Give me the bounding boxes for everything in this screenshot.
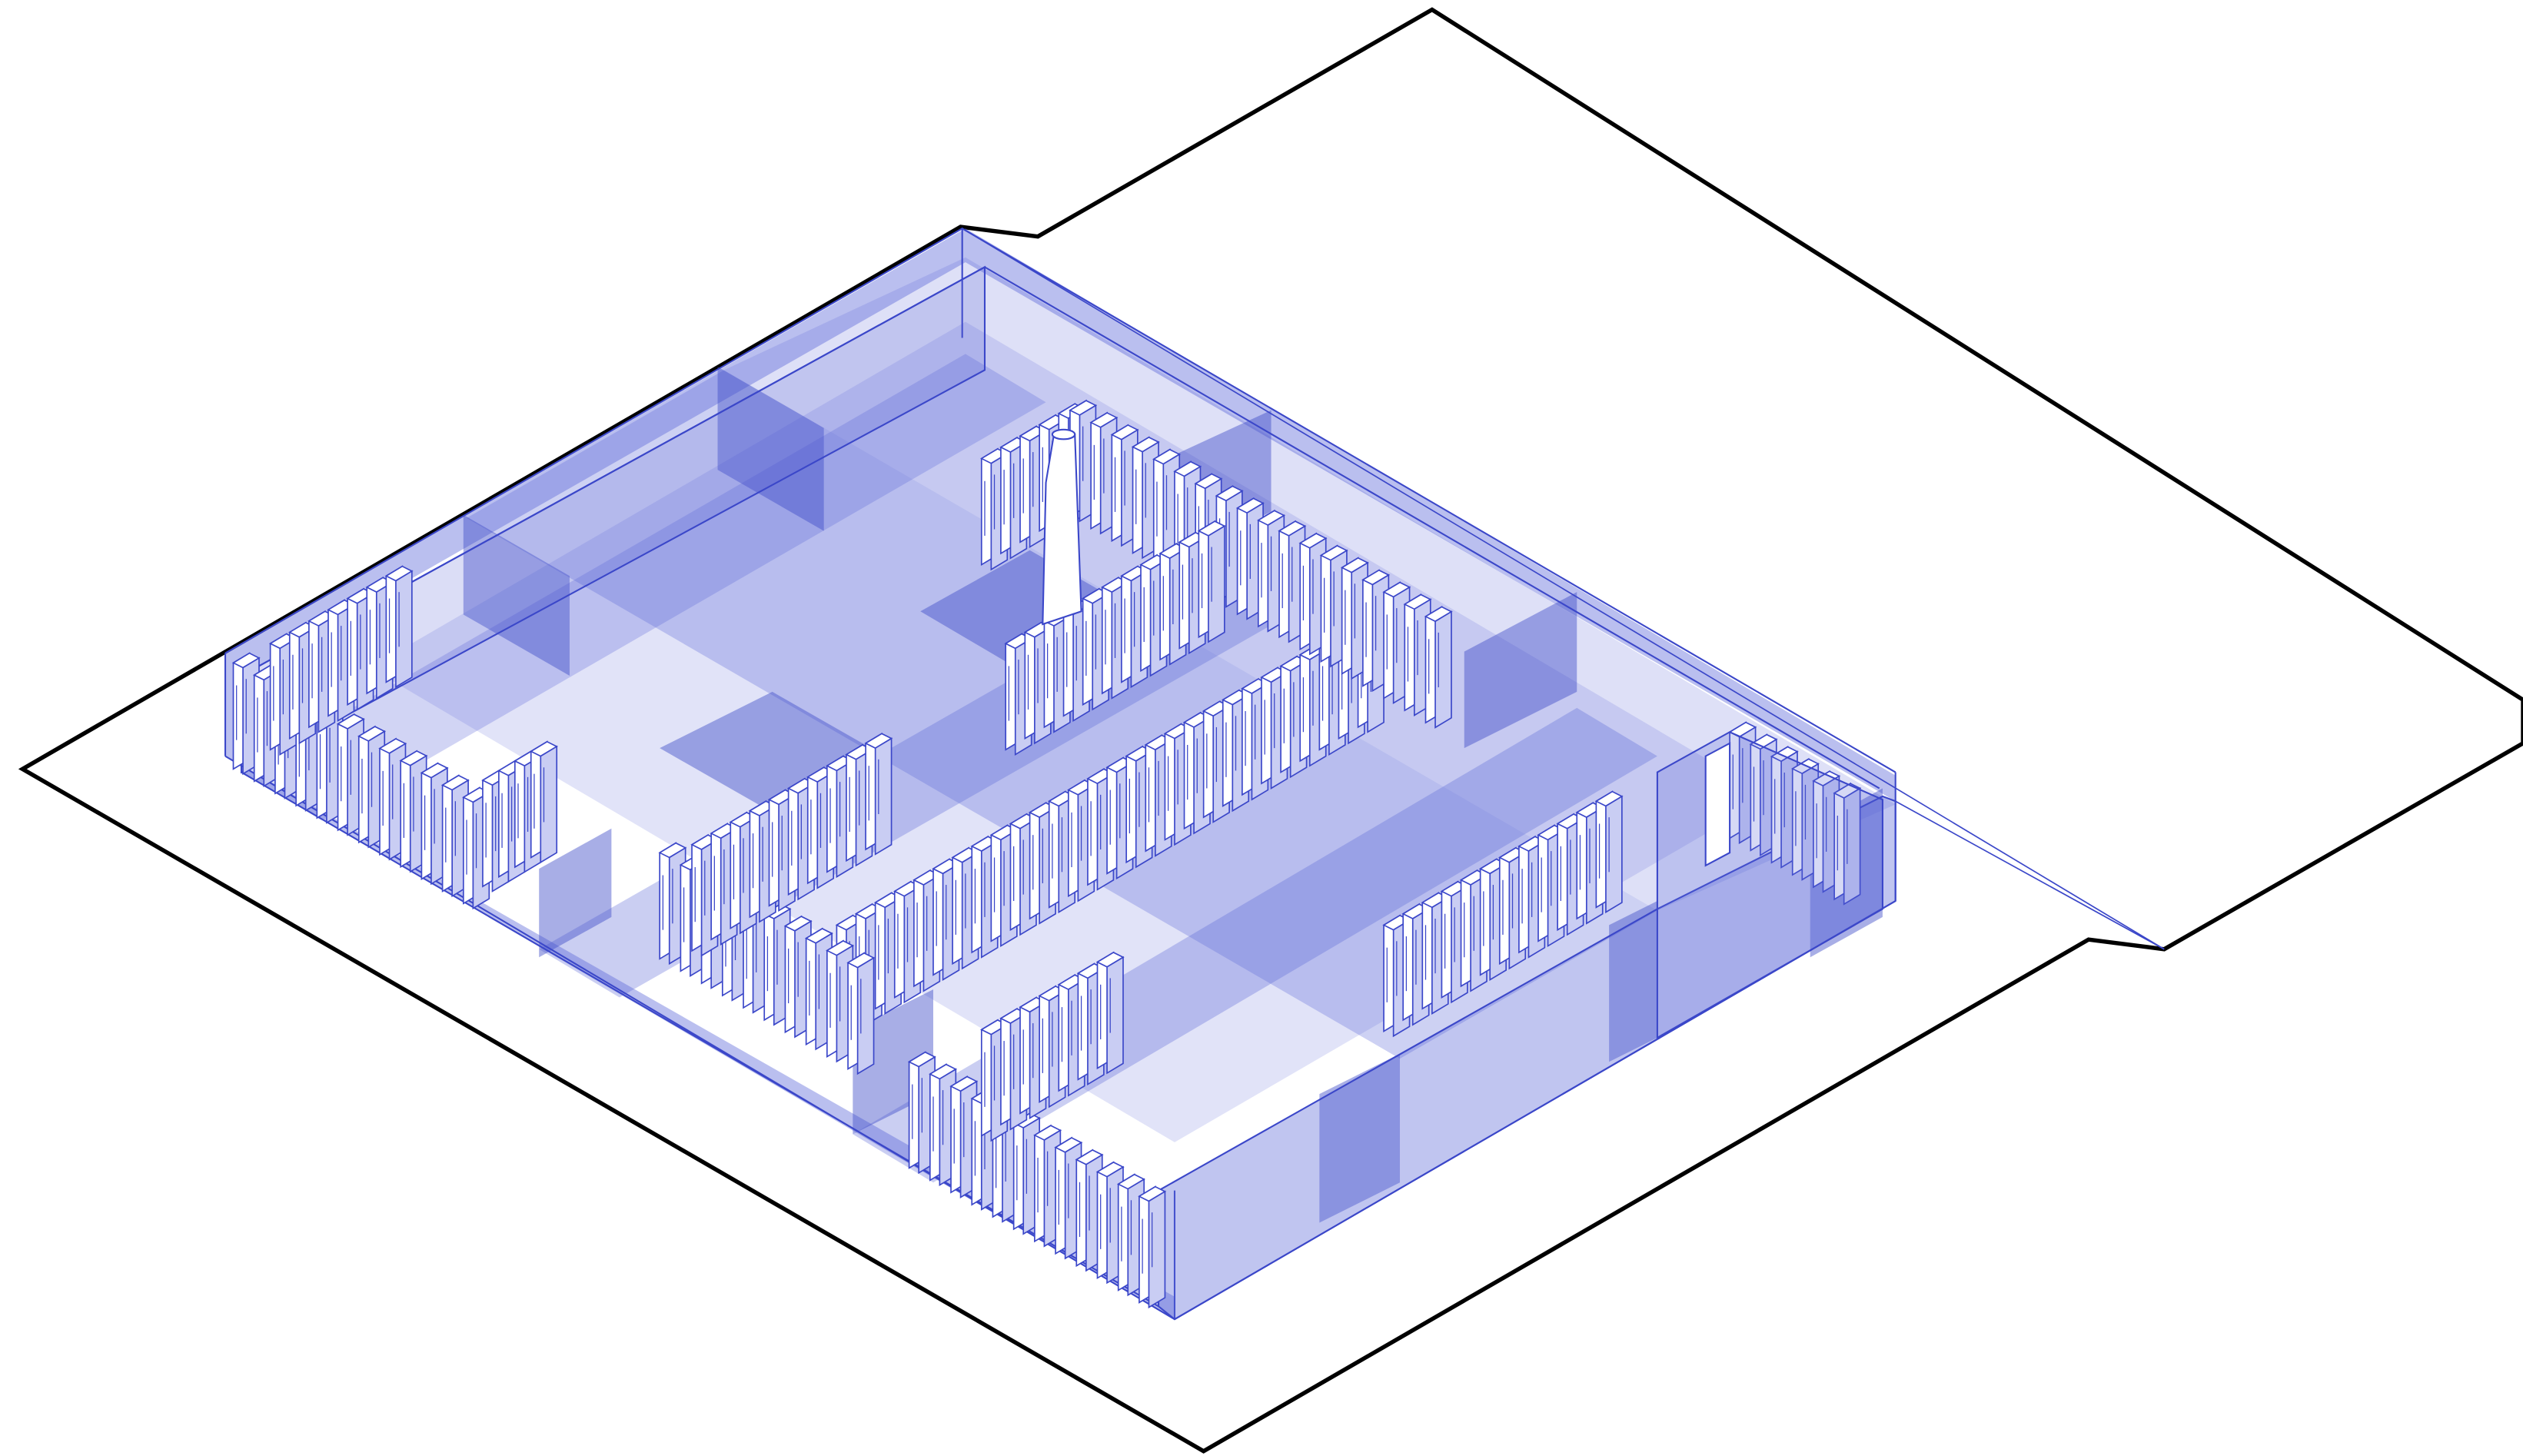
perimeter-translucent-volume: [224, 227, 2165, 1321]
corner-room: [1656, 731, 1883, 1039]
chimney-body: [1042, 434, 1082, 626]
corner-room-floor: [1704, 742, 1731, 867]
column-rib: [865, 733, 893, 856]
overlap-b: [463, 514, 570, 676]
site-boundary: [18, 7, 2523, 1454]
volume-south-wall: [1157, 795, 1896, 1321]
overlap-a: [717, 367, 824, 531]
overlap-e: [539, 828, 612, 958]
projection-line-b: [1895, 800, 2165, 950]
column-rib: [1198, 520, 1225, 643]
column-rib: [1096, 952, 1124, 1074]
column-rib: [1139, 1185, 1166, 1308]
chimney-top: [1051, 428, 1076, 440]
column-rib: [1424, 606, 1452, 729]
projection-line-a: [962, 228, 2165, 950]
column-rib: [530, 740, 558, 863]
overlap-h: [1319, 1053, 1401, 1223]
column-rib: [1595, 790, 1623, 913]
column-rib: [385, 565, 413, 688]
overlap-g: [1464, 592, 1577, 749]
column-rib: [847, 952, 875, 1075]
band-cross-1: [241, 354, 1046, 821]
overlap-j: [1609, 900, 1657, 1062]
chimney: [1042, 428, 1082, 626]
